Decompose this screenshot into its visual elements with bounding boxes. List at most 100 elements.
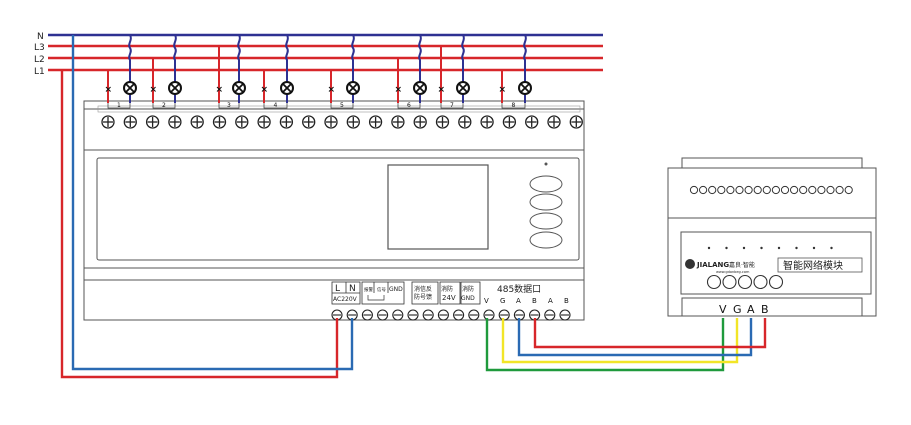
top-screw-terminal: [368, 115, 383, 129]
top-screw-terminal: [168, 115, 182, 129]
panel-button-2[interactable]: [529, 193, 563, 211]
bus-label-l2: L2: [34, 55, 45, 65]
status-led: [742, 246, 746, 250]
channel-bracket: [440, 103, 464, 109]
lamp-cross-b: [520, 83, 530, 93]
network-brand-cn: 嘉良·智能: [729, 261, 755, 269]
channel-number: 2: [162, 102, 166, 109]
network-port[interactable]: [768, 274, 784, 290]
network-module-upper-body: [667, 167, 877, 219]
alarm-gnd-label: GND: [389, 286, 403, 293]
channel-number: 7: [450, 102, 454, 109]
network-port[interactable]: [706, 274, 722, 290]
top-screw-terminal: [145, 115, 160, 129]
network-title-box: [777, 257, 863, 273]
vent-hole: [699, 185, 708, 195]
network-top-holes: [689, 185, 853, 195]
main-module-lower-strip: [83, 267, 585, 281]
network-module-top-cap: [681, 157, 863, 169]
bottom-screw-terminal: [437, 309, 449, 321]
main-module-upper-body: [83, 108, 585, 151]
power-feed-wires: [60, 35, 354, 379]
network-ports: [706, 274, 784, 290]
channel-number: 5: [340, 102, 344, 109]
top-screw-terminal: [257, 115, 271, 129]
vent-hole: [844, 185, 853, 195]
lamp-cross-b: [415, 83, 425, 93]
bus-lines: N L3 L2 L1: [34, 32, 603, 77]
network-terminal-label: G: [733, 303, 742, 316]
top-screw-terminal: [302, 115, 316, 129]
channel-4: ×4: [261, 34, 294, 109]
network-terminal-label: B: [761, 303, 769, 316]
top-screw-terminal: [458, 115, 472, 129]
channel-number: 1: [117, 102, 121, 109]
power-label-l: L: [335, 284, 340, 294]
fire-24v-label-box: [439, 281, 461, 305]
network-led-dots: [707, 246, 833, 250]
vent-hole: [808, 185, 817, 195]
top-screw-terminal: [480, 115, 494, 129]
top-terminal-strip: [97, 105, 581, 113]
status-led: [795, 246, 798, 250]
bottom-label-panel: L N AC220V 报警 信号 GND 消信反 防号馈 消防 24V 消防 G…: [331, 281, 569, 305]
channel-bracket: [330, 103, 354, 109]
vent-hole: [790, 185, 799, 195]
status-led: [777, 246, 781, 250]
lamp-cross-b: [348, 83, 358, 93]
bottom-screw-terminal: [377, 309, 389, 321]
lamp-cross-b: [458, 83, 468, 93]
indicator-led: [544, 162, 548, 166]
panel-button-4[interactable]: [529, 231, 563, 249]
lamp-drop-wire: [128, 34, 132, 103]
bottom-screw-terminal: [468, 309, 480, 321]
bottom-screw-terminal: [407, 309, 419, 321]
rs485-pin-label: B: [564, 297, 569, 305]
channel-number: 6: [407, 102, 411, 109]
top-screw-terminal: [212, 115, 227, 129]
network-port[interactable]: [753, 274, 768, 290]
rs485-wire-b-red: [533, 318, 767, 349]
bottom-screw-terminal: [529, 309, 541, 321]
rs485-pin-label: A: [516, 297, 521, 305]
status-led: [830, 246, 833, 250]
rs485-title: 485数据口: [497, 283, 541, 295]
fire-24v-label-b: 24V: [442, 294, 456, 302]
rs485-pin-label: B: [532, 297, 537, 305]
bottom-screw-terminal: [544, 309, 556, 321]
bottom-screw-terminal: [453, 309, 465, 321]
main-module: L N AC220V 报警 信号 GND 消信反 防号馈 消防 24V 消防 G…: [83, 100, 585, 321]
network-port[interactable]: [737, 274, 753, 290]
power-voltage-label: AC220V: [333, 296, 358, 303]
n-feed-wire: [71, 35, 354, 371]
channel-bracket: [107, 103, 131, 109]
vent-hole: [744, 185, 753, 195]
switch-icon: ×: [328, 85, 336, 95]
rs485-wire-v-green: [485, 318, 725, 372]
alarm-label-a: 报警: [364, 286, 373, 293]
panel-button-1[interactable]: [529, 175, 563, 193]
network-terminal-label: V: [719, 303, 727, 316]
panel-button-3[interactable]: [529, 212, 563, 230]
top-terminals: [101, 115, 583, 129]
bottom-screw-terminal: [422, 309, 434, 321]
vent-hole: [735, 185, 744, 195]
network-port[interactable]: [722, 274, 737, 290]
vent-hole: [771, 185, 781, 195]
fire-gnd-label-box: [460, 281, 481, 305]
vent-hole: [689, 185, 699, 195]
vent-hole: [717, 185, 726, 195]
top-screw-terminal: [279, 115, 294, 129]
fire-link-label-box: [411, 281, 439, 305]
channel-bracket: [263, 103, 288, 109]
top-screw-terminal: [123, 115, 137, 129]
channel-bracket: [218, 103, 240, 109]
top-screw-terminal: [346, 115, 360, 129]
vent-hole: [708, 185, 717, 195]
top-screw-terminal: [391, 115, 405, 129]
vent-hole: [753, 185, 762, 195]
channel-bracket: [501, 103, 526, 109]
